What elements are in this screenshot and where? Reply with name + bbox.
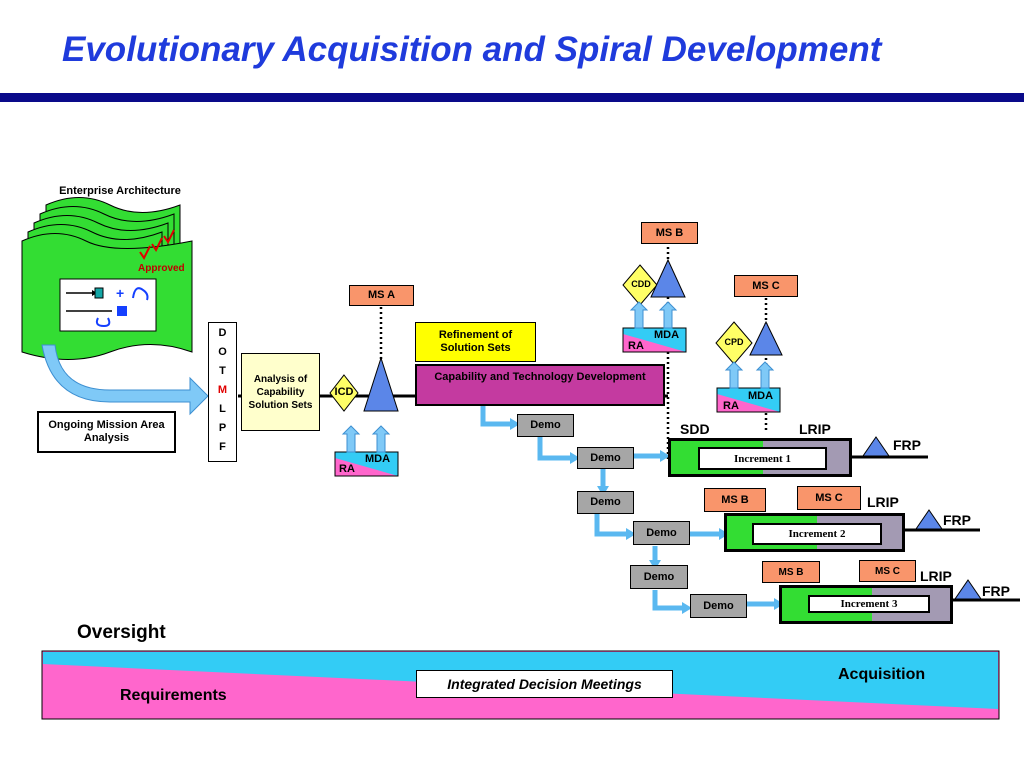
svg-text:+: + [116, 285, 124, 301]
frp-label: FRP [943, 512, 971, 528]
cdd-label: CDD [631, 279, 651, 289]
integrated-decision-meetings: Integrated Decision Meetings [416, 670, 673, 698]
ms-c-box: MS C [734, 275, 798, 297]
lrip-label: LRIP [867, 494, 899, 510]
frp-label: FRP [982, 583, 1010, 599]
dotmlpf-letter: P [218, 422, 227, 434]
demo-box: Demo [577, 491, 634, 514]
frp-label: FRP [893, 437, 921, 453]
lrip-label: LRIP [799, 421, 831, 437]
lrip-label: LRIP [920, 568, 952, 584]
acquisition-label: Acquisition [838, 666, 926, 683]
ra-label: RA [723, 400, 739, 412]
dotmlpf-box: D O T M L P F [208, 322, 237, 462]
enterprise-architecture-stack: + [21, 197, 193, 360]
demo-box: Demo [577, 447, 634, 469]
dotmlpf-letter: F [219, 441, 226, 453]
dotmlpf-letter: M [217, 384, 228, 396]
dotmlpf-letter: O [218, 346, 227, 358]
ra-label: RA [339, 463, 355, 475]
dotmlpf-letter: T [219, 365, 226, 377]
demo-box: Demo [690, 594, 747, 618]
demo-box: Demo [633, 521, 690, 545]
page-title: Evolutionary Acquisition and Spiral Deve… [62, 30, 882, 69]
enterprise-architecture-label: Enterprise Architecture [59, 185, 181, 197]
requirements-label: Requirements [120, 687, 227, 704]
icd-label: ICD [334, 386, 354, 398]
capability-dev-box: Capability and Technology Development [415, 364, 665, 406]
dotmlpf-letter: D [218, 327, 227, 339]
analysis-box: Analysis of Capability Solution Sets [241, 353, 320, 431]
demo-box: Demo [517, 414, 574, 437]
ms-b-box: MS B [704, 488, 766, 512]
ms-c-box: MS C [797, 486, 861, 510]
sdd-label: SDD [680, 421, 710, 437]
mda-label: MDA [654, 329, 680, 341]
mda-label: MDA [365, 453, 391, 465]
flow-arrow-to-dotmlpf [41, 344, 209, 416]
ra-label: RA [628, 340, 644, 352]
approved-label: Approved [138, 263, 185, 274]
ms-b-box: MS B [762, 561, 820, 583]
title-rule [0, 93, 1024, 102]
cpd-label: CPD [724, 337, 744, 347]
ms-c-box: MS C [859, 560, 916, 582]
increment-3-label: Increment 3 [808, 595, 930, 613]
ms-b-box: MS B [641, 222, 698, 244]
refinement-box: Refinement of Solution Sets [415, 322, 536, 362]
dotmlpf-letter: L [219, 403, 226, 415]
demo-box: Demo [630, 565, 688, 589]
increment-2-label: Increment 2 [752, 523, 882, 545]
increment-1-label: Increment 1 [698, 447, 827, 470]
oversight-label: Oversight [77, 622, 166, 643]
mda-label: MDA [748, 390, 774, 402]
ongoing-mission-analysis: Ongoing Mission Area Analysis [37, 411, 176, 453]
ms-a-box: MS A [349, 285, 414, 306]
